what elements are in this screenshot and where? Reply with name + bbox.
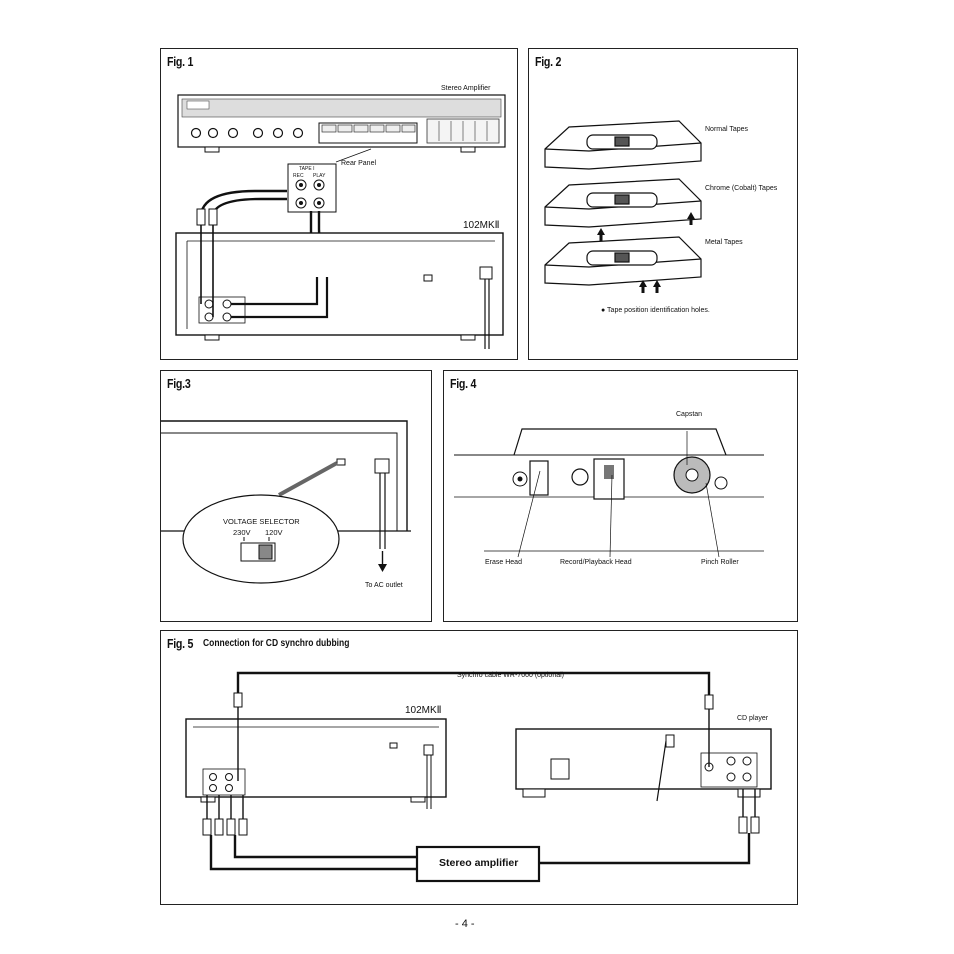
normal-tapes-label: Normal Tapes	[705, 126, 749, 133]
fig1-title: Fig. 1	[167, 55, 194, 69]
ac-outlet-label: To AC outlet	[365, 582, 403, 589]
rec-label: REC	[293, 173, 304, 179]
pinch-roller-label: Pinch Roller	[701, 559, 739, 566]
fig5-title: Fig. 5	[167, 637, 194, 651]
synchro-cable-label: Synchro cable WR-7000 (optional)	[457, 672, 564, 679]
fig4-diagram	[454, 428, 764, 558]
erase-head-label: Erase Head	[485, 559, 522, 566]
fig4-title: Fig. 4	[450, 377, 477, 391]
play-label: PLAY	[313, 173, 326, 179]
fig5-diagram	[185, 671, 772, 883]
cd-player-label: CD player	[737, 715, 769, 722]
fig1-panel: Fig. 1	[160, 48, 518, 360]
fig2-diagram	[544, 120, 702, 293]
fig1-diagram	[175, 94, 506, 349]
fig1-model-label: 102MKⅡ	[463, 220, 500, 231]
voltage-selector-label: VOLTAGE SELECTOR	[223, 517, 300, 526]
rear-panel-label: Rear Panel	[341, 160, 377, 167]
stereo-amplifier-label: Stereo Amplifier	[441, 85, 491, 92]
fig4-panel: Fig. 4 Capstan Erase Head Record/Playbac…	[443, 370, 798, 622]
page-number: - 4 -	[455, 918, 475, 930]
fig5-model-label: 102MKⅡ	[405, 705, 442, 716]
fig3-panel: Fig.3 VOLTAGE SELECTOR 230V 120V To AC o…	[160, 370, 432, 622]
rec-play-head-label: Record/Playback Head	[560, 559, 632, 566]
capstan-label: Capstan	[676, 411, 703, 418]
metal-tapes-label: Metal Tapes	[705, 239, 743, 246]
v230-label: 230V	[233, 528, 251, 537]
v120-label: 120V	[265, 528, 283, 537]
tape-id-note: ● Tape position identification holes.	[601, 307, 710, 314]
fig2-title: Fig. 2	[535, 55, 562, 69]
fig3-diagram	[161, 420, 411, 584]
tape-id-arrows	[597, 212, 695, 293]
tape1-label: TAPE I	[299, 166, 315, 172]
normal-tape-cassette	[544, 120, 702, 170]
chrome-tape-cassette	[544, 178, 702, 228]
fig5-panel: Fig. 5 Connection for CD synchro dubbing	[160, 630, 798, 905]
fig2-panel: Fig. 2 Normal Tapes Chrome (Cobalt) Ta	[528, 48, 798, 360]
stereo-amplifier-box-label: Stereo amplifier	[439, 857, 519, 869]
metal-tape-cassette	[544, 236, 702, 286]
fig5-subtitle: Connection for CD synchro dubbing	[203, 638, 350, 649]
fig3-title: Fig.3	[167, 377, 191, 391]
chrome-tapes-label: Chrome (Cobalt) Tapes	[705, 185, 778, 192]
